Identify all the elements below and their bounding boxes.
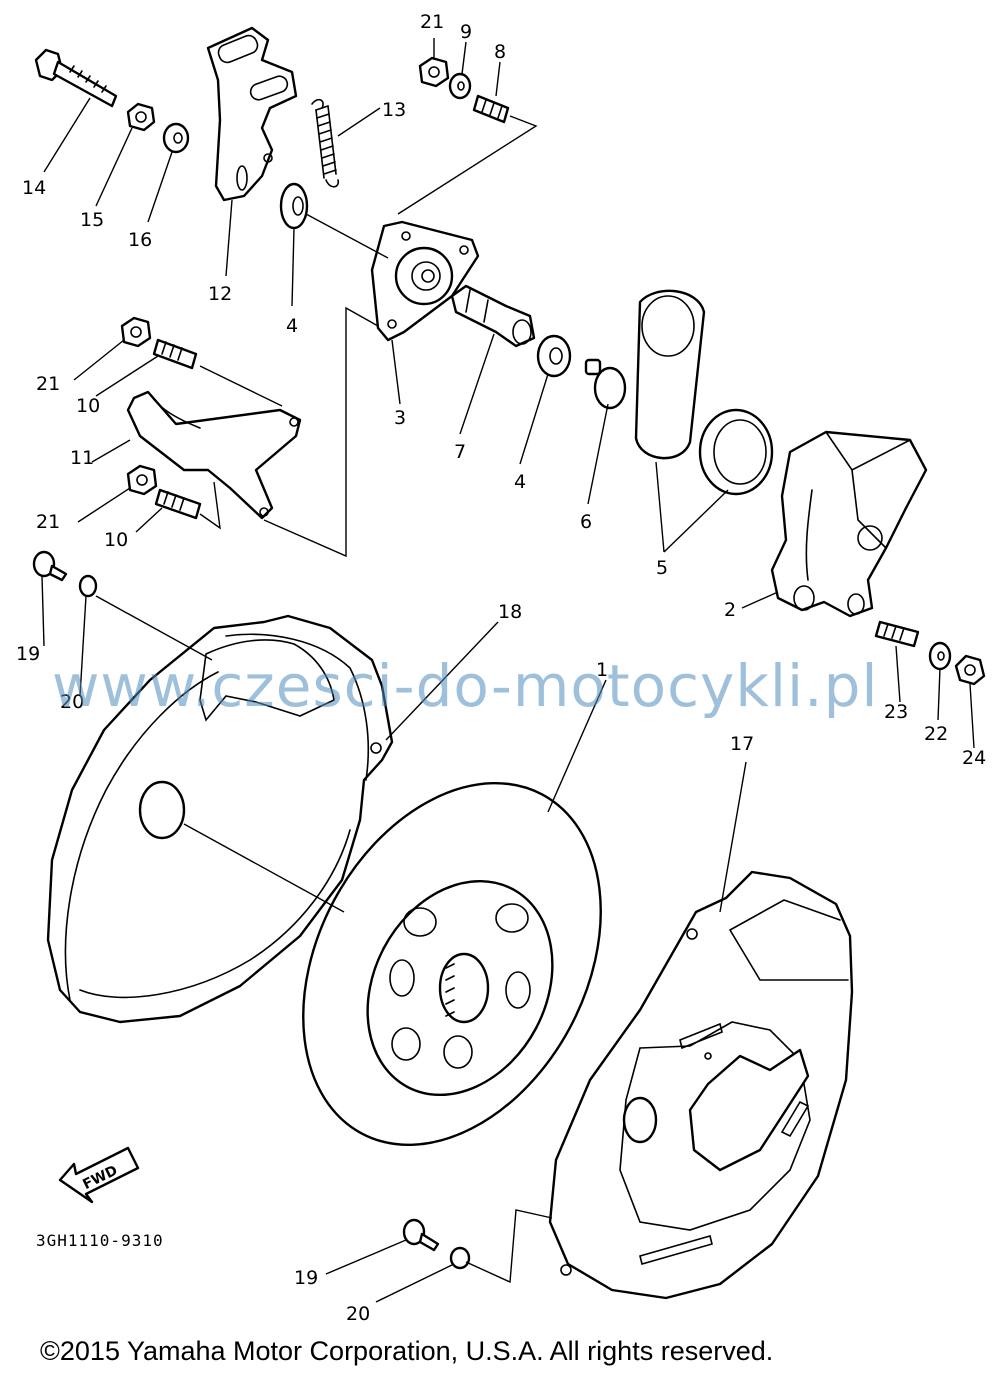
part-1-disc bbox=[302, 781, 602, 1147]
part-6-pin bbox=[584, 358, 627, 410]
callout-19: 19 bbox=[16, 643, 40, 665]
callout-4: 4 bbox=[514, 471, 526, 493]
part-16-washer bbox=[162, 122, 190, 154]
part-12-lever-arm bbox=[206, 26, 298, 202]
callout-17: 17 bbox=[730, 733, 754, 755]
copyright-notice: ©2015 Yamaha Motor Corporation, U.S.A. A… bbox=[40, 1336, 774, 1366]
callout-24: 24 bbox=[962, 747, 986, 769]
callout-22: 22 bbox=[924, 723, 948, 745]
callout-12: 12 bbox=[208, 283, 232, 305]
callout-6: 6 bbox=[580, 511, 592, 533]
part-5-piston-a bbox=[634, 289, 706, 460]
fwd-arrow-icon: FWD bbox=[58, 1146, 140, 1204]
callout-2: 2 bbox=[724, 599, 736, 621]
callout-5: 5 bbox=[656, 557, 668, 579]
callout-1: 1 bbox=[596, 659, 608, 681]
callout-numbers: 21 9 8 13 14 15 16 12 4 21 10 3 7 11 4 2… bbox=[16, 11, 986, 1325]
diagram-code: 3GH1110-9310 bbox=[36, 1231, 164, 1250]
callout-11: 11 bbox=[70, 447, 94, 469]
part-2-caliper bbox=[770, 430, 928, 618]
part-21-nut-top bbox=[418, 56, 450, 88]
part-10-stud-mid bbox=[152, 338, 198, 370]
part-9-washer bbox=[448, 72, 472, 100]
part-4-seal-lower bbox=[536, 334, 572, 378]
part-10-stud-low bbox=[154, 488, 202, 520]
callout-9: 9 bbox=[460, 21, 472, 43]
callout-7: 7 bbox=[454, 441, 466, 463]
callout-3: 3 bbox=[394, 407, 406, 429]
part-23-bolt bbox=[874, 620, 920, 648]
part-19-bolt-upper bbox=[32, 550, 68, 582]
callout-20: 20 bbox=[346, 1303, 370, 1325]
part-17-cover bbox=[548, 870, 854, 1300]
callout-18: 18 bbox=[498, 601, 522, 623]
callout-13: 13 bbox=[382, 99, 406, 121]
part-8-stud bbox=[472, 94, 510, 124]
callout-20: 20 bbox=[60, 691, 84, 713]
callout-23: 23 bbox=[884, 701, 908, 723]
leader-lines bbox=[41, 38, 975, 1303]
part-22-washer bbox=[928, 641, 952, 671]
callout-21: 21 bbox=[36, 373, 60, 395]
part-18-cover bbox=[46, 614, 394, 1024]
part-21-nut-low bbox=[126, 464, 158, 496]
callout-21: 21 bbox=[420, 11, 444, 33]
part-15-nut bbox=[126, 102, 156, 132]
callout-10: 10 bbox=[76, 395, 100, 417]
part-11-bracket bbox=[126, 390, 302, 520]
callout-10: 10 bbox=[104, 529, 128, 551]
part-14-bolt bbox=[34, 48, 118, 108]
callout-19: 19 bbox=[294, 1267, 318, 1289]
callout-21: 21 bbox=[36, 511, 60, 533]
part-20-washer-lower bbox=[449, 1246, 471, 1270]
part-19-bolt-lower bbox=[402, 1218, 440, 1252]
callout-16: 16 bbox=[128, 229, 152, 251]
part-7-camshaft bbox=[450, 284, 536, 348]
part-24-nut bbox=[954, 654, 986, 686]
part-21-nut-mid bbox=[120, 316, 152, 348]
part-5-piston-b bbox=[698, 408, 774, 496]
callout-4: 4 bbox=[286, 315, 298, 337]
part-13-spring bbox=[311, 98, 340, 188]
part-20-washer-upper bbox=[78, 574, 98, 598]
callout-14: 14 bbox=[22, 177, 46, 199]
part-3-housing bbox=[370, 220, 480, 342]
part-4-seal-upper bbox=[279, 182, 309, 230]
callout-15: 15 bbox=[80, 209, 104, 231]
callout-8: 8 bbox=[494, 41, 506, 63]
